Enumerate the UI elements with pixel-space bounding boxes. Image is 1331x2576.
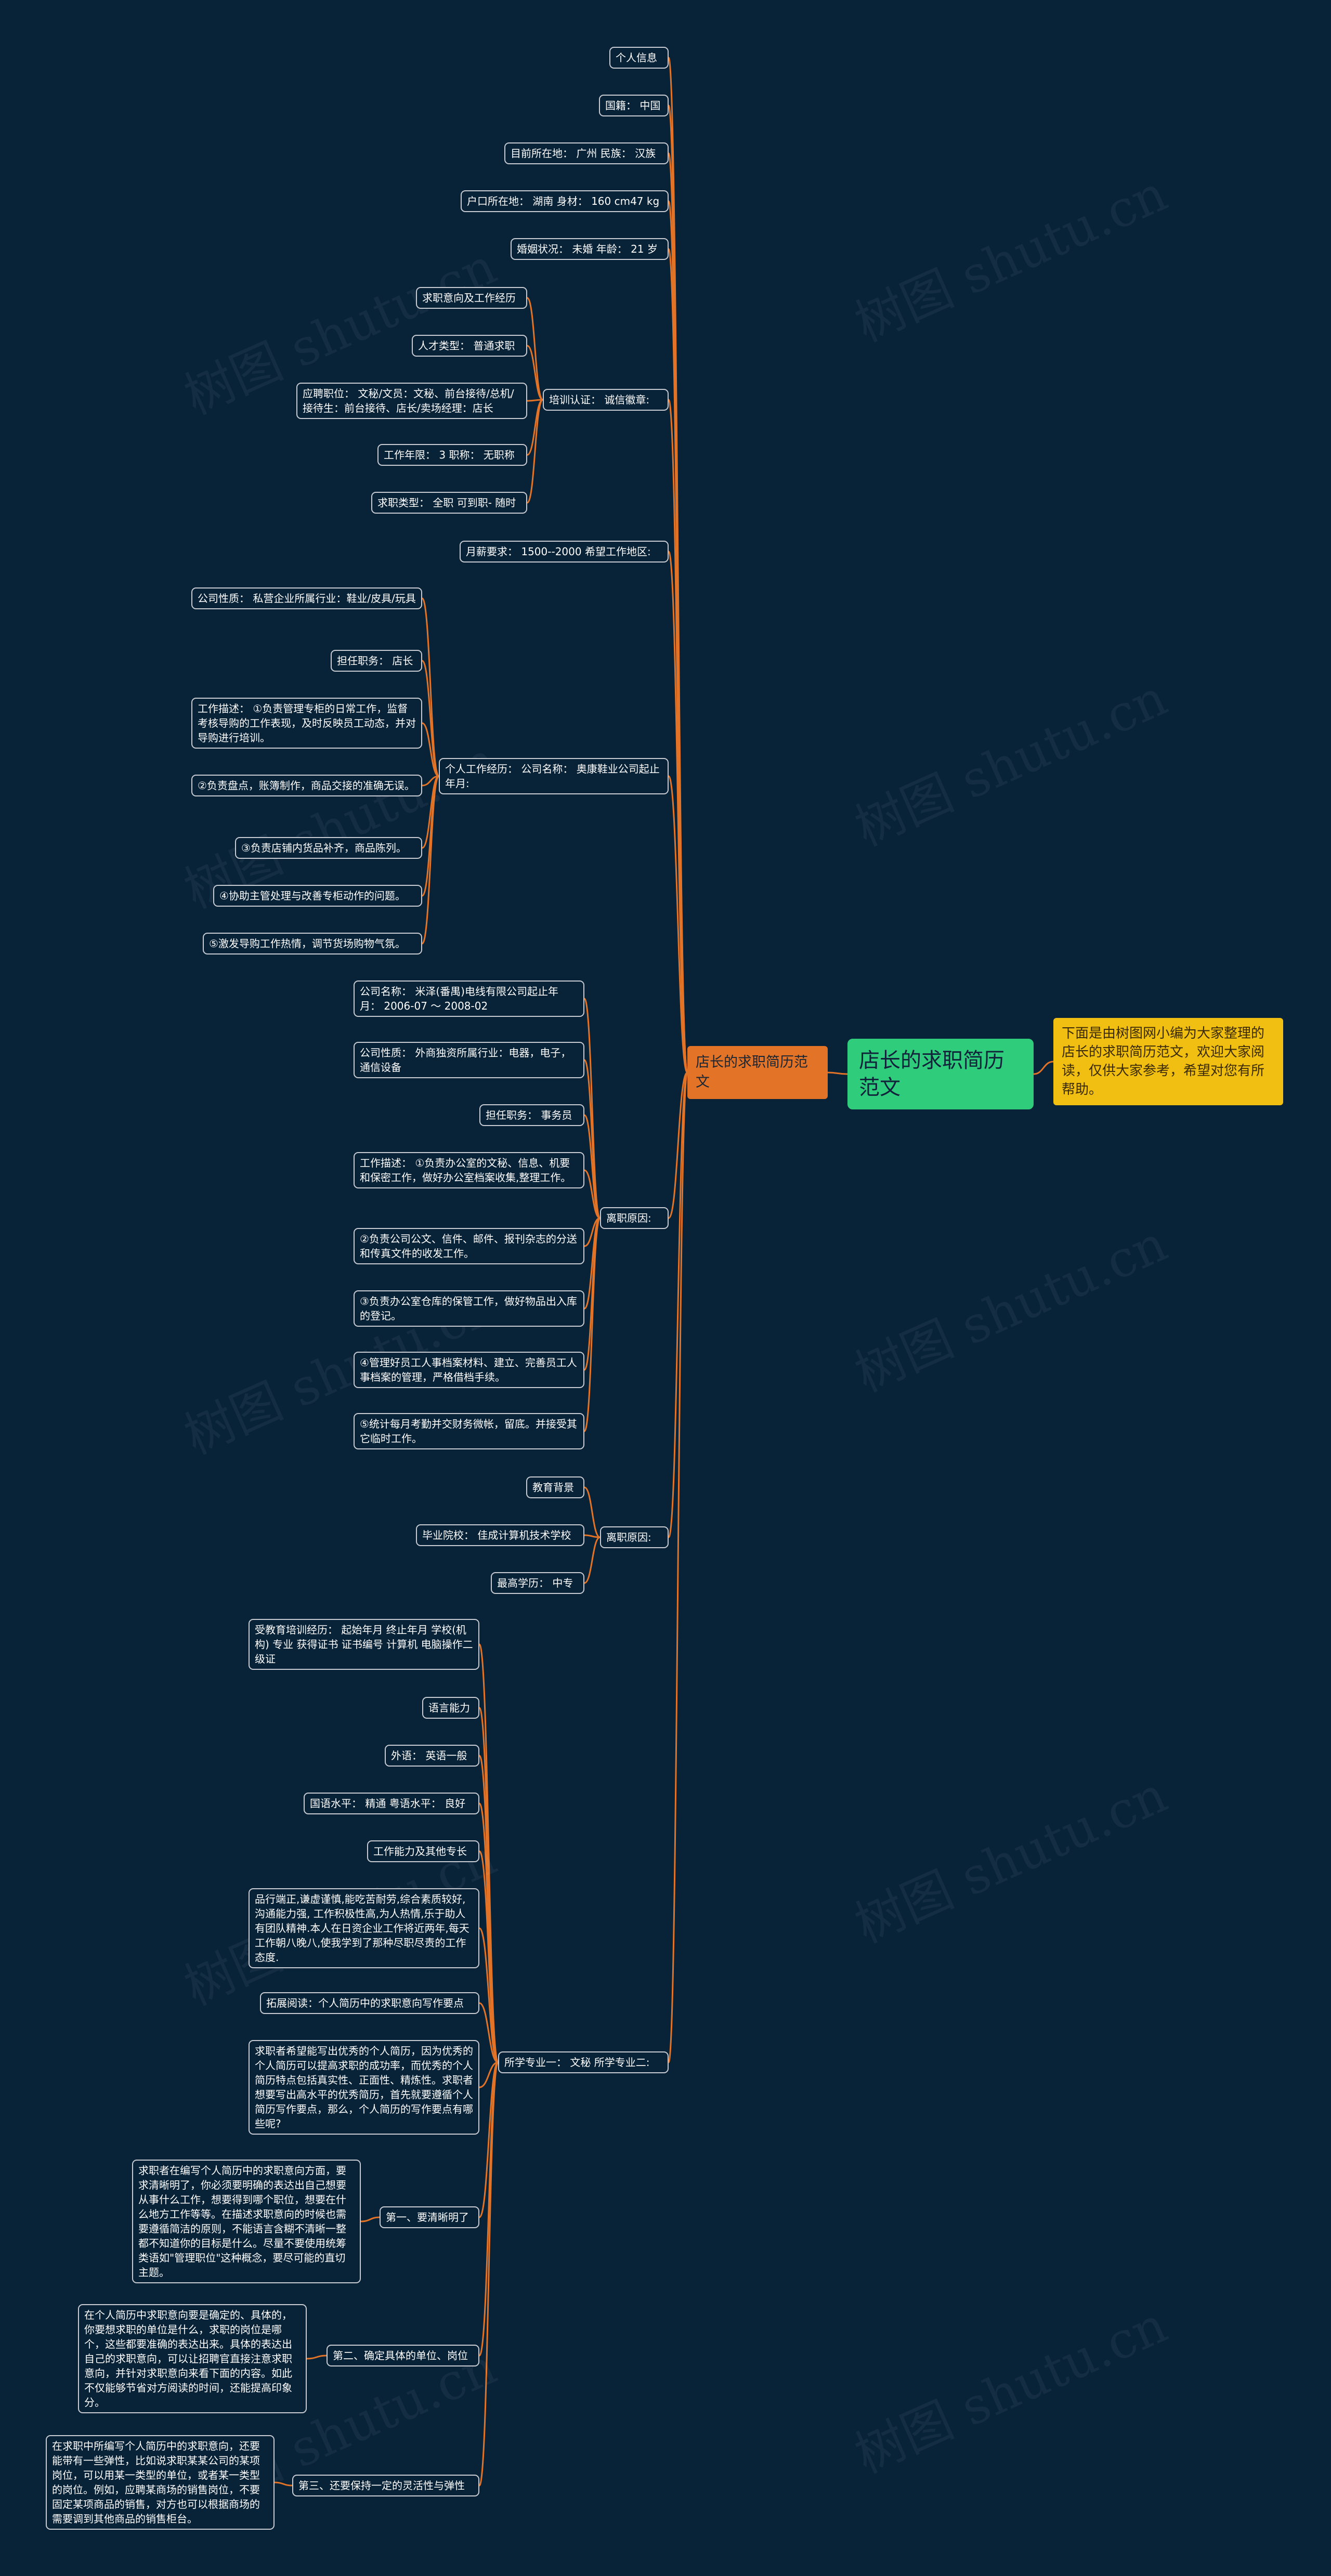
- link-a10-c28: [478, 1927, 499, 2063]
- link-c31-d0: [360, 2216, 380, 2222]
- item-duty-motivate[interactable]: ⑤激发导购工作热情，调节货场购物气氛。: [203, 933, 422, 954]
- link-a5-c1: [527, 345, 543, 401]
- link-a7-c7: [422, 722, 439, 777]
- root-node[interactable]: 店长的求职简历范文: [847, 1039, 1034, 1109]
- item-company-name[interactable]: 公司名称： 米泽(番禺)电线有限公司起止年月： 2006-07 ～ 2008-0…: [354, 980, 584, 1017]
- item-foreign-language[interactable]: 外语： 英语一般: [385, 1745, 479, 1767]
- item-work-description[interactable]: 工作描述： ①负责管理专柜的日常工作，监督考核导购的工作表现，及时反映员工动态，…: [191, 698, 422, 749]
- item-company-nature[interactable]: 公司性质： 私营企业所属行业：鞋业/皮具/玩具: [191, 587, 422, 609]
- link-c33-d2: [274, 2481, 293, 2487]
- root-note[interactable]: 下面是由树图网小编为大家整理的店长的求职简历范文，欢迎大家阅读，仅供大家参考，希…: [1053, 1018, 1283, 1105]
- item-degree[interactable]: 最高学历： 中专: [491, 1572, 584, 1594]
- detail-point-two[interactable]: 在个人简历中求职意向要是确定的、具体的，你要想求职的单位是什么，求职的岗位是哪个…: [78, 2304, 307, 2413]
- item-mandarin[interactable]: 国语水平： 精通 粤语水平： 良好: [304, 1793, 479, 1814]
- link-n-b-a7: [668, 775, 688, 1074]
- link-a5-c4: [526, 399, 544, 504]
- item-company-nature-2[interactable]: 公司性质： 外商独资所属行业：电器，电子，通信设备: [354, 1042, 584, 1078]
- link-a9-c20: [584, 1486, 601, 1538]
- item-point-one[interactable]: 第一、要清晰明了: [380, 2206, 479, 2228]
- link-a8-c16: [584, 1217, 601, 1247]
- topic-major[interactable]: 所学专业一： 文秘 所学专业二:: [498, 2051, 669, 2073]
- item-duty-hr-files[interactable]: ④管理好员工人事档案材料、建立、完善员工人事档案的管理，严格借档手续。: [354, 1352, 584, 1388]
- item-work-years[interactable]: 工作年限： 3 职称： 无职称: [377, 444, 527, 466]
- link-a9-c22: [584, 1536, 601, 1584]
- topic-nationality[interactable]: 国籍： 中国: [599, 95, 669, 116]
- link-a5-c0: [526, 297, 544, 401]
- link-a8-c14: [583, 1114, 601, 1219]
- item-duty-warehouse[interactable]: ③负责办公室仓库的保管工作，做好物品出入库的登记。: [354, 1290, 584, 1327]
- link-n-b-a10: [668, 1071, 688, 2063]
- link-n-b-a4: [668, 248, 688, 1074]
- item-duty-display[interactable]: ③负责店铺内货品补齐，商品陈列。: [235, 837, 422, 859]
- topic-leave-reason-1[interactable]: 离职原因:: [600, 1207, 669, 1229]
- topic-marital[interactable]: 婚姻状况： 未婚 年龄： 21 岁: [511, 238, 669, 260]
- item-point-three[interactable]: 第三、还要保持一定的灵活性与弹性: [292, 2475, 479, 2496]
- topic-salary[interactable]: 月薪要求： 1500--2000 希望工作地区:: [460, 541, 669, 563]
- detail-point-three[interactable]: 在求职中所编写个人简历中的求职意向，还要能带有一些弹性，比如说求职某某公司的某项…: [46, 2435, 275, 2530]
- topic-leave-reason-2[interactable]: 离职原因:: [600, 1526, 669, 1548]
- topic-hukou[interactable]: 户口所在地： 湖南 身材： 160 cm47 kg: [461, 190, 669, 212]
- link-a8-c18: [583, 1217, 601, 1371]
- link-n-b-a8: [668, 1071, 688, 1219]
- item-job-type[interactable]: 求职类型： 全职 可到职- 随时: [371, 492, 527, 514]
- item-point-two[interactable]: 第二、确定具体的单位、岗位: [327, 2345, 479, 2366]
- link-a10-c29: [479, 2002, 499, 2063]
- item-character[interactable]: 品行端正,谦虚谨慎,能吃苦耐劳,综合素质较好,沟通能力强, 工作积极性高,为人热…: [249, 1888, 479, 1968]
- link-a8-c19: [583, 1217, 601, 1432]
- link-n-b-a9: [668, 1071, 688, 1538]
- item-education[interactable]: 教育背景: [526, 1476, 584, 1498]
- link-a10-c33: [478, 2061, 499, 2487]
- link-n-root-n-b: [827, 1071, 848, 1075]
- item-duty-attendance[interactable]: ⑤统计每月考勤并交财务微帐，留底。并接受其它临时工作。: [354, 1413, 584, 1449]
- topic-work-experience[interactable]: 个人工作经历： 公司名称： 奥康鞋业公司起止年月:: [439, 758, 669, 794]
- branch-node[interactable]: 店长的求职简历范文: [687, 1046, 828, 1099]
- item-job-intention[interactable]: 求职意向及工作经历: [416, 287, 527, 309]
- link-a10-c30: [479, 2061, 499, 2088]
- item-duty-stocktaking[interactable]: ②负责盘点，账簿制作，商品交接的准确无误。: [191, 775, 422, 796]
- link-a10-c25: [478, 1755, 499, 2063]
- item-work-description-2[interactable]: 工作描述： ①负责办公室的文秘、信息、机要和保密工作，做好办公室档案收集,整理工…: [354, 1152, 584, 1188]
- topic-certification[interactable]: 培训认证： 诚信徽章:: [543, 389, 669, 411]
- link-a7-c11: [421, 775, 440, 945]
- link-a8-c15: [584, 1169, 601, 1219]
- item-language[interactable]: 语言能力: [422, 1697, 479, 1719]
- item-resume-intro[interactable]: 求职者希望能写出优秀的个人简历，因为优秀的个人简历可以提高求职的成功率，而优秀的…: [249, 2040, 479, 2135]
- item-school[interactable]: 毕业院校： 佳成计算机技术学校: [416, 1524, 584, 1546]
- detail-point-one[interactable]: 求职者在编写个人简历中的求职意向方面，要求清晰明了，你必须要明确的表达出自己想要…: [132, 2160, 361, 2283]
- item-applied-position[interactable]: 应聘职位： 文秘/文员：文秘、前台接待/总机/接待生：前台接待、店长/卖场经理：…: [296, 383, 527, 419]
- link-a8-c12: [583, 998, 601, 1219]
- item-duty-documents[interactable]: ②负责公司公文、信件、邮件、报刊杂志的分送和传真文件的收发工作。: [354, 1228, 584, 1264]
- item-position-held-2[interactable]: 担任职务： 事务员: [479, 1104, 584, 1126]
- link-c32-d1: [306, 2355, 327, 2360]
- link-a7-c6: [421, 660, 440, 777]
- link-a10-c27: [478, 1850, 499, 2063]
- link-n-root-n-note: [1033, 1061, 1054, 1075]
- link-a7-c10: [421, 775, 440, 897]
- item-position-held[interactable]: 担任职务： 店长: [331, 650, 422, 672]
- topic-location[interactable]: 目前所在地： 广州 民族： 汉族: [504, 142, 669, 164]
- link-n-b-a6: [668, 551, 688, 1074]
- item-talent-type[interactable]: 人才类型： 普通求职: [412, 335, 527, 357]
- item-duty-assist[interactable]: ④协助主管处理与改善专柜动作的问题。: [213, 885, 422, 907]
- item-abilities[interactable]: 工作能力及其他专长: [367, 1840, 479, 1862]
- item-extended-reading[interactable]: 拓展阅读：个人简历中的求职意向写作要点: [260, 1992, 479, 2014]
- item-training[interactable]: 受教育培训经历： 起始年月 终止年月 学校(机构) 专业 获得证书 证书编号 计…: [249, 1619, 479, 1670]
- link-a10-c31: [478, 2061, 499, 2218]
- topic-personal-info[interactable]: 个人信息: [609, 47, 669, 69]
